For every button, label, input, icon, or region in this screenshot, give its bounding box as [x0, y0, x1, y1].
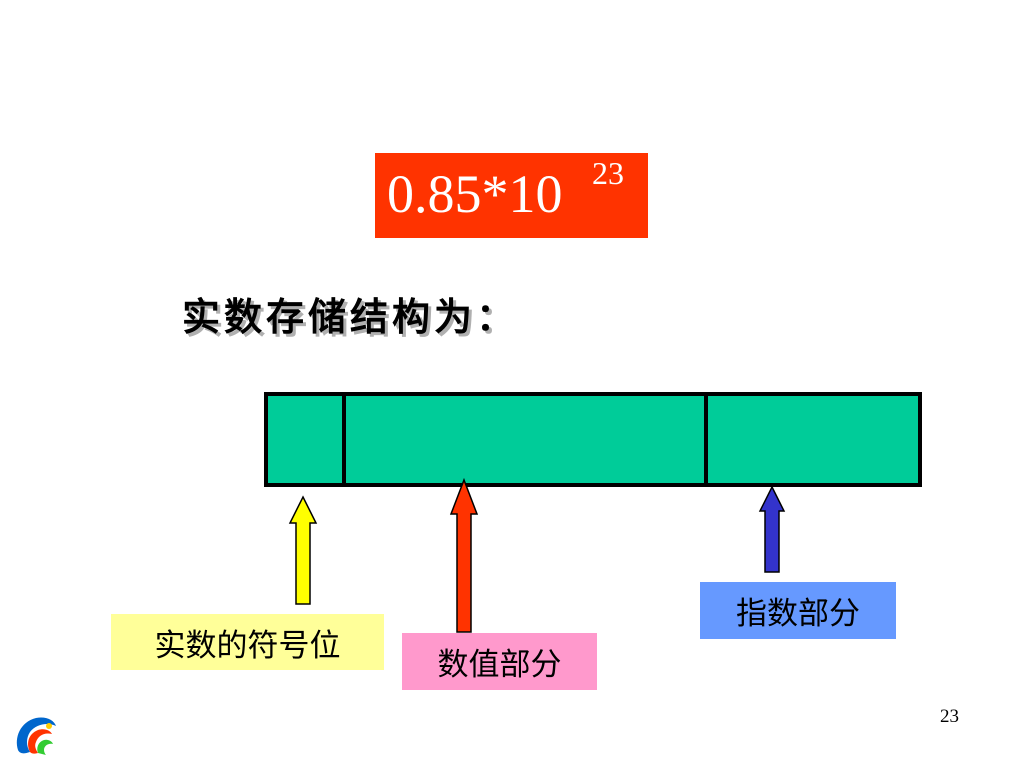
sign-arrow: [288, 495, 318, 605]
storage-structure-bar: [264, 392, 922, 487]
exponent-label: 指数部分: [700, 582, 896, 639]
sign-bit-label: 实数的符号位: [111, 614, 384, 670]
page-number: 23: [940, 706, 959, 727]
formula-box: 0.85*10 23: [375, 153, 648, 238]
heading-title: 实数存储结构为：: [182, 295, 519, 339]
mantissa-segment: [342, 392, 704, 487]
formula-base: 0.85*10: [387, 164, 563, 224]
formula-exponent: 23: [592, 155, 624, 191]
mantissa-arrow: [449, 477, 479, 633]
swirl-logo-icon: [16, 717, 56, 755]
exponent-segment: [704, 392, 922, 487]
exponent-arrow: [758, 485, 786, 573]
mantissa-label: 数值部分: [402, 633, 597, 690]
sign-bit-segment: [264, 392, 342, 487]
